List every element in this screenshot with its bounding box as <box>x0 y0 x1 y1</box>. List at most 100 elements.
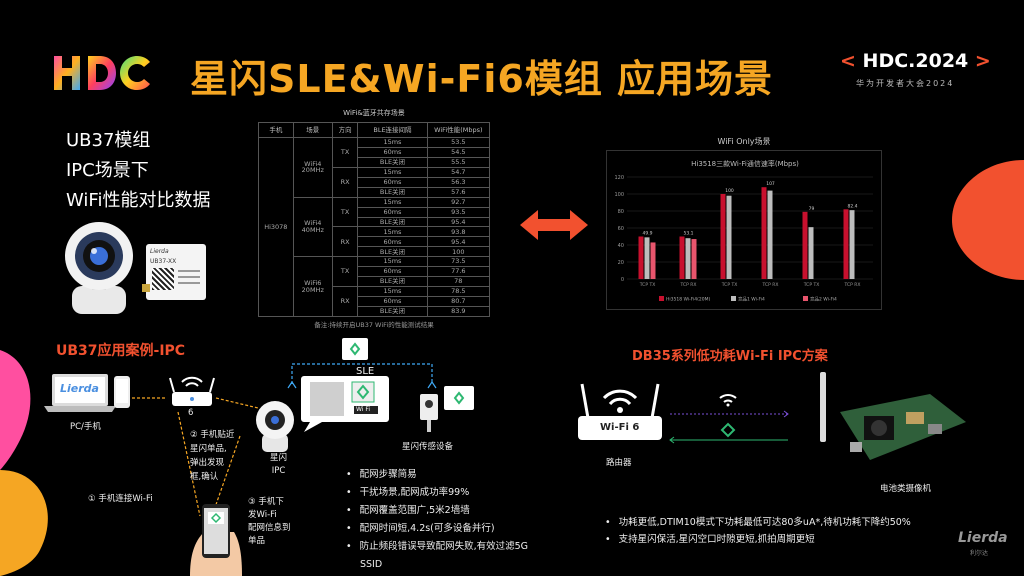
throughput-cell: 56.3 <box>426 176 491 188</box>
scene-cell: WiFi4 40MHz <box>292 196 333 258</box>
lierda-screen-logo: Lierda <box>60 382 99 395</box>
bullet-item: •配网时间短,4.2s(可多设备并行) <box>346 523 495 534</box>
col-header: WiFi性能(Mbps) <box>426 122 491 138</box>
sle-badge-icon <box>342 338 368 360</box>
ub37-heading: UB37应用案例-IPC <box>56 343 186 359</box>
y-tick-label: 120 <box>614 175 624 181</box>
col-header: 手机 <box>258 122 294 138</box>
double-arrow-icon <box>520 210 588 240</box>
throughput-cell: 80.7 <box>426 296 491 307</box>
throughput-cell: 92.7 <box>426 196 491 208</box>
interval-cell: BLE关闭 <box>357 216 428 228</box>
router-number: 6 <box>188 408 194 418</box>
scene-cell: WiFi6 20MHz <box>292 256 333 317</box>
step2-line: ② 手机贴近 <box>190 430 235 440</box>
y-tick-label: 80 <box>618 209 624 215</box>
y-tick-label: 0 <box>621 277 624 283</box>
chart-subtitle: Hi3518三款Wi-Fi通信速率(Mbps) <box>691 159 799 168</box>
router-wifi6-label: Wi-Fi 6 <box>600 422 640 433</box>
interval-cell: 60ms <box>357 236 428 248</box>
bar-value-label: 82.4 <box>847 203 857 209</box>
y-tick-label: 100 <box>614 192 624 198</box>
step3-line: 配网信息到 <box>248 523 291 533</box>
legend-label: 竞品1 Wi-Fi4 <box>738 296 765 303</box>
ipc-label-line: 星闪 <box>270 453 288 463</box>
y-tick-label: 40 <box>618 243 624 249</box>
wifi6-router-icon <box>578 383 662 440</box>
legend-label: Hi3518 Wi-Fi4(20M) <box>666 297 710 303</box>
bar <box>849 210 855 279</box>
bullet-item: •防止频段错误导致配网失败,有效过滤5G <box>346 541 529 552</box>
interval-cell: BLE关闭 <box>357 276 428 288</box>
phone-icon <box>114 376 130 408</box>
bar <box>767 190 773 279</box>
decor-right-shape <box>952 160 1024 280</box>
throughput-cell: 78 <box>426 276 491 288</box>
bar <box>638 236 644 279</box>
bullet-item: •支持星闪保活,星闪空口时隙更短,抓拍周期更短 <box>605 534 815 545</box>
step2-line: 星闪单品, <box>190 444 227 454</box>
interval-cell: 60ms <box>357 206 428 218</box>
pc-phone-label: PC/手机 <box>70 422 101 432</box>
chart-svg: Hi3518三款Wi-Fi通信速率(Mbps) 0204060801001204… <box>614 159 873 303</box>
sensor-device-image <box>420 394 438 432</box>
wifi6-tag: Wi Fi <box>356 406 371 413</box>
ub37-bullets: •配网步骤简易 •干扰场景,配网成功率99% •配网覆盖范围广,5米2墙墙 •配… <box>346 466 528 574</box>
sensor-sle-icon <box>444 386 474 410</box>
col-header: 方向 <box>331 122 359 138</box>
direction-cell: TX <box>331 256 359 288</box>
bar-value-label: 100 <box>725 188 734 194</box>
direction-cell: TX <box>331 196 359 228</box>
step3-line: ③ 手机下 <box>248 497 284 507</box>
bar-value-label: 49.9 <box>642 231 652 237</box>
throughput-cell: 95.4 <box>426 216 491 228</box>
hand-phone-image <box>190 504 242 576</box>
router-icon <box>169 376 215 406</box>
device-cell: Hi3078 <box>258 137 294 317</box>
bar <box>720 194 726 279</box>
interval-cell: BLE关闭 <box>357 246 428 258</box>
interval-cell: 60ms <box>357 146 428 158</box>
ipc-label-line: IPC <box>271 466 286 476</box>
bullet-item: SSID <box>360 559 383 570</box>
throughput-cell: 54.7 <box>426 166 491 178</box>
interval-cell: 15ms <box>357 137 428 148</box>
hdc-logo <box>54 56 150 90</box>
bar <box>650 242 656 279</box>
interval-cell: BLE关闭 <box>357 186 428 198</box>
lierda-footer-sub: 利尔达 <box>970 550 989 557</box>
x-tick-label: TCP TX <box>639 282 656 288</box>
interval-cell: 60ms <box>357 266 428 278</box>
module-bubble <box>301 376 389 432</box>
chart-title: WiFi Only场景 <box>717 137 771 146</box>
throughput-cell: 77.6 <box>426 266 491 278</box>
intro-line-3: WiFi性能对比数据 <box>66 190 211 211</box>
sle-label: SLE <box>356 366 375 377</box>
webcam-image <box>65 222 133 314</box>
db35-bullets: •功耗更低,DTIM10模式下功耗最低可达80多uA*,待机功耗下降约50% •… <box>605 514 911 548</box>
throughput-cell: 53.5 <box>426 137 491 148</box>
db35-connection <box>669 394 789 444</box>
bar <box>802 211 808 279</box>
bar-value-label: 107 <box>766 181 775 187</box>
bar <box>691 239 697 279</box>
x-tick-label: TCP RX <box>844 282 861 288</box>
interval-cell: 15ms <box>357 226 428 238</box>
interval-cell: 15ms <box>357 286 428 297</box>
col-header: BLE连接间隔 <box>357 122 428 138</box>
direction-cell: RX <box>331 166 359 198</box>
throughput-cell: 93.5 <box>426 206 491 218</box>
interval-cell: 60ms <box>357 296 428 307</box>
step3-text: ③ 手机下 发Wi-Fi 配网信息到 单品 <box>248 496 291 548</box>
battery-camera-board-image <box>820 372 966 460</box>
table-title: WiFi&蓝牙共存场景 <box>343 109 405 117</box>
x-tick-label: TCP RX <box>680 282 697 288</box>
page-title: 星闪SLE&Wi-Fi6模组 应用场景 <box>190 57 774 101</box>
bullet-item: •功耗更低,DTIM10模式下功耗最低可达80多uA*,待机功耗下降约50% <box>605 517 911 528</box>
